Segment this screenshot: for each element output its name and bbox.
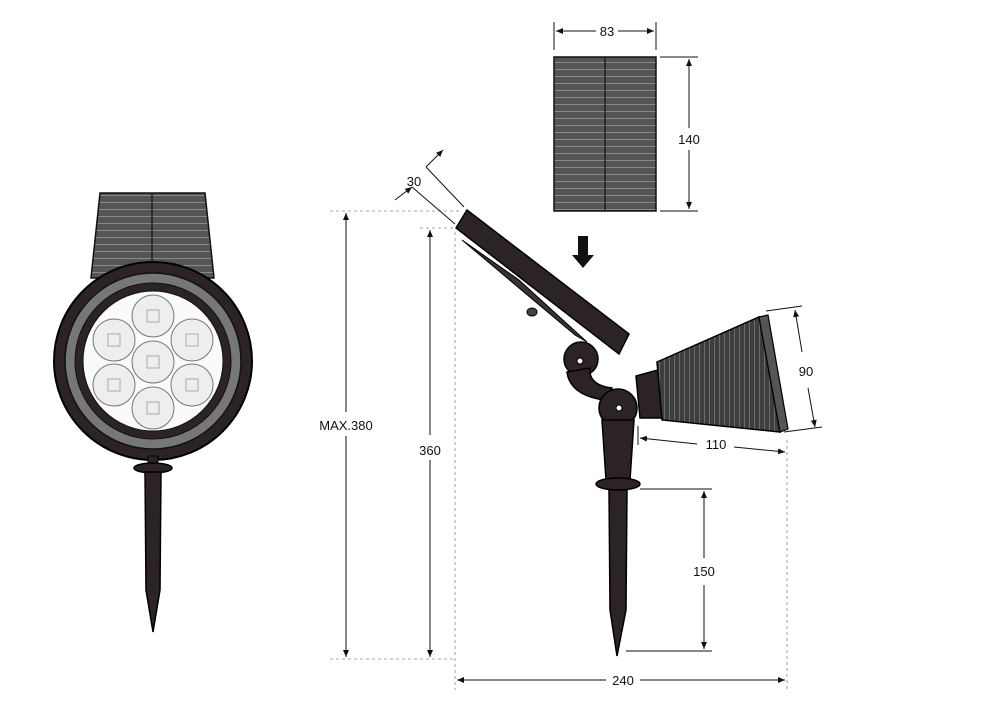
front-view bbox=[53, 192, 253, 633]
dim-head-diameter: 90 bbox=[799, 364, 813, 379]
led-center bbox=[131, 340, 175, 384]
dim-head-length: 110 bbox=[706, 437, 727, 452]
dim-max-height: MAX.380 bbox=[319, 418, 372, 433]
side-solar-panel bbox=[455, 208, 630, 356]
led-top bbox=[131, 294, 175, 338]
front-stake bbox=[144, 471, 162, 633]
led-lower-right bbox=[170, 363, 214, 407]
led-upper-left bbox=[92, 318, 136, 362]
down-arrow-icon bbox=[572, 236, 594, 268]
dim-total-width: 240 bbox=[612, 673, 634, 688]
dim-panel-height: 140 bbox=[678, 132, 700, 147]
led-bottom bbox=[131, 386, 175, 430]
led-lower-left bbox=[92, 363, 136, 407]
side-view bbox=[455, 208, 789, 657]
side-dimensions: 30 MAX.380 360 90 110 150 240 bbox=[319, 149, 823, 690]
side-stake bbox=[608, 489, 628, 657]
dim-panel-width: 83 bbox=[600, 24, 614, 39]
led-cluster bbox=[92, 294, 214, 430]
led-upper-right bbox=[170, 318, 214, 362]
dim-height: 360 bbox=[419, 443, 441, 458]
dim-panel-thickness: 30 bbox=[407, 174, 421, 189]
dim-stake-length: 150 bbox=[693, 564, 715, 579]
panel-detail: 83 140 bbox=[553, 22, 700, 212]
